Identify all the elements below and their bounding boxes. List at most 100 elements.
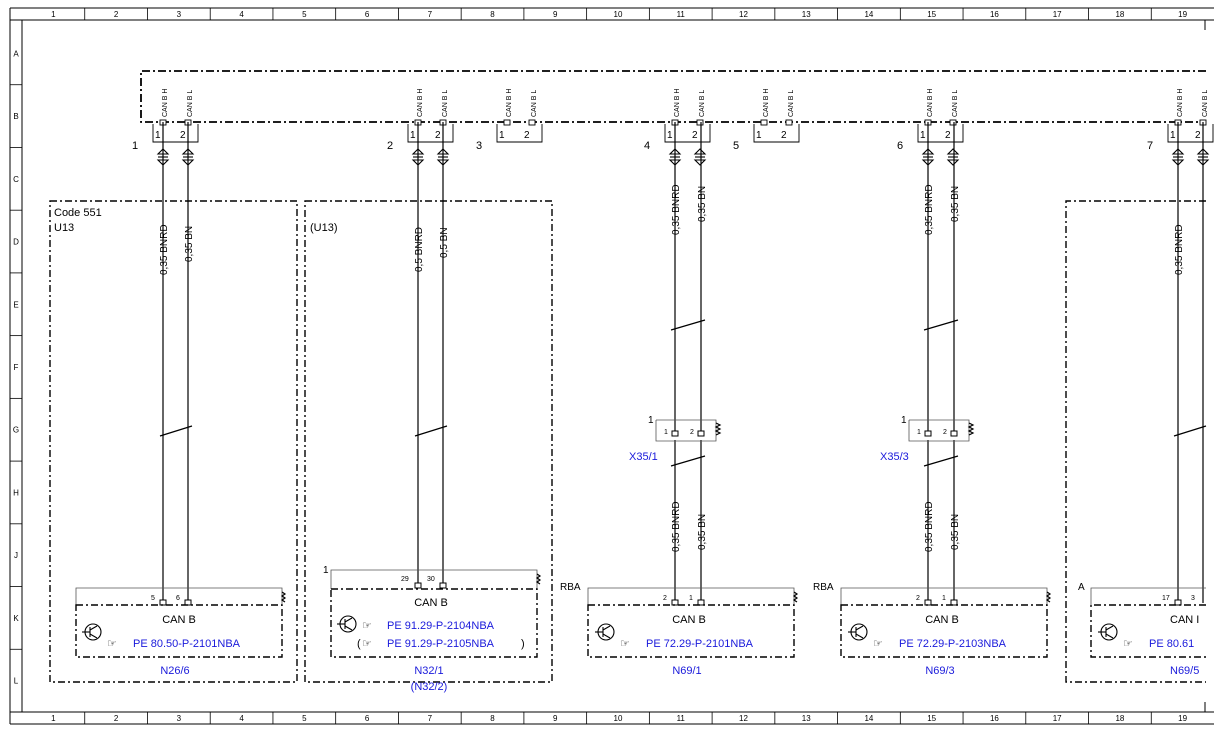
wire-label: 0,5 BNRD [414, 227, 425, 272]
connector-number: 2 [387, 140, 393, 152]
zone-equip-label: U13 [54, 222, 74, 234]
transistor-icon [337, 615, 357, 633]
transistor-icon [848, 623, 868, 641]
bus-wire-label: CAN B L [442, 90, 449, 117]
column-label: 12 [739, 10, 748, 19]
transistor-icon [1098, 623, 1118, 641]
connector-pin: 1 [667, 130, 673, 141]
module-name[interactable]: N32/1 [414, 665, 443, 677]
column-label: 11 [677, 714, 686, 723]
connector-pin: 1 [1170, 130, 1176, 141]
bus-wire-label: CAN B L [952, 90, 959, 117]
row-label: A [13, 49, 19, 58]
splice-name[interactable]: X35/3 [880, 451, 909, 463]
bus-wire-label: CAN B L [1202, 90, 1209, 117]
row-label: D [13, 238, 19, 247]
bus-wire-label: CAN B L [788, 90, 795, 117]
module-title: CAN B [672, 614, 706, 626]
wire-label: 0,35 BN [950, 514, 961, 550]
procedure-link[interactable]: PE 80.50-P-2101NBA [133, 638, 241, 650]
wire-label: 0,5 BN [439, 227, 450, 258]
module-name[interactable]: N69/1 [672, 665, 701, 677]
procedure-link[interactable]: PE 91.29-P-2104NBA [387, 620, 495, 632]
wire-label: 0,35 BNRD [671, 184, 682, 235]
paren-open: ( [357, 638, 361, 650]
connector-number: 3 [476, 140, 482, 152]
column-label: 13 [802, 10, 811, 19]
splice-name[interactable]: X35/1 [629, 451, 658, 463]
row-label: C [13, 175, 19, 184]
bus-wire-label: CAN B H [927, 89, 934, 117]
fuse-icon [947, 148, 959, 166]
bus-wire-label: CAN B H [1177, 89, 1184, 117]
column-label: 6 [365, 10, 370, 19]
column-label: 2 [114, 10, 119, 19]
procedure-link[interactable]: PE 72.29-P-2103NBA [899, 638, 1007, 650]
module-pin: 1 [323, 565, 329, 576]
hand-pointer-icon: ☞ [620, 638, 630, 650]
connector-number: 6 [897, 140, 903, 152]
module-name[interactable]: N69/3 [925, 665, 954, 677]
module-name[interactable]: N69/5 [1170, 665, 1199, 677]
zone-right [1065, 200, 1206, 683]
module-name[interactable]: N26/6 [160, 665, 189, 677]
wires [159, 122, 1207, 603]
connector-pin: 1 [499, 130, 505, 141]
column-index: 1122334455667788991010111112121313141415… [51, 8, 1188, 724]
column-label: 17 [1053, 10, 1062, 19]
column-label: 10 [614, 10, 623, 19]
connector-pin: 2 [524, 130, 530, 141]
column-label: 12 [739, 714, 748, 723]
procedure-link[interactable]: PE 91.29-P-2105NBA [387, 638, 495, 650]
splice-pin: 1 [664, 429, 668, 436]
hand-pointer-icon: ☞ [107, 638, 117, 650]
row-label: K [13, 614, 19, 623]
wire-label: 0,35 BN [697, 186, 708, 222]
column-label: 15 [927, 714, 936, 723]
splice-pin: 2 [943, 429, 947, 436]
column-label: 1 [51, 714, 56, 723]
connector-pin: 2 [781, 130, 787, 141]
module-pin: 1 [689, 595, 693, 602]
transistor-icon [82, 623, 102, 641]
row-label: B [13, 112, 18, 121]
splice-pin: 1 [648, 415, 654, 426]
hand-pointer-icon: ☞ [1123, 638, 1133, 650]
row-label: E [13, 300, 18, 309]
connector-pin: 1 [410, 130, 416, 141]
bus-wire-label: CAN B H [674, 89, 681, 117]
connector-pin: 2 [1195, 130, 1201, 141]
module-pin: 3 [1191, 595, 1195, 602]
module-pin: 5 [151, 595, 155, 602]
wire-fuses [157, 148, 1209, 166]
module-name-alt[interactable]: (N32/2) [411, 681, 448, 693]
splice-x35-1: 1 1 2 X35/1 [629, 415, 722, 463]
drawing-frame [9, 7, 1214, 725]
module-side-label: A [1078, 582, 1085, 593]
column-label: 16 [990, 714, 999, 723]
procedure-link[interactable]: PE 72.29-P-2101NBA [646, 638, 754, 650]
hand-pointer-icon: ☞ [873, 638, 883, 650]
module-n69-1: RBA 2 1 CAN B ☞ PE 72.29-P-2101NBA N69/1 [560, 582, 799, 677]
zone-code551: Code 551 U13 [49, 200, 298, 683]
column-label: 2 [114, 714, 119, 723]
column-label: 7 [428, 714, 433, 723]
column-label: 18 [1115, 10, 1124, 19]
module-title: CAN B [925, 614, 959, 626]
wire-label: 0,35 BNRD [159, 224, 170, 275]
wire-label: 0,35 BNRD [1174, 224, 1185, 275]
column-label: 17 [1053, 714, 1062, 723]
wire-label: 0,35 BNRD [671, 501, 682, 552]
connector-number: 7 [1147, 140, 1153, 152]
column-label: 8 [490, 10, 495, 19]
procedure-link[interactable]: PE 80.61 [1149, 638, 1194, 650]
fuse-icon [694, 148, 706, 166]
column-label: 14 [864, 10, 873, 19]
column-label: 9 [553, 10, 558, 19]
zone-u13: (U13) [304, 200, 553, 683]
